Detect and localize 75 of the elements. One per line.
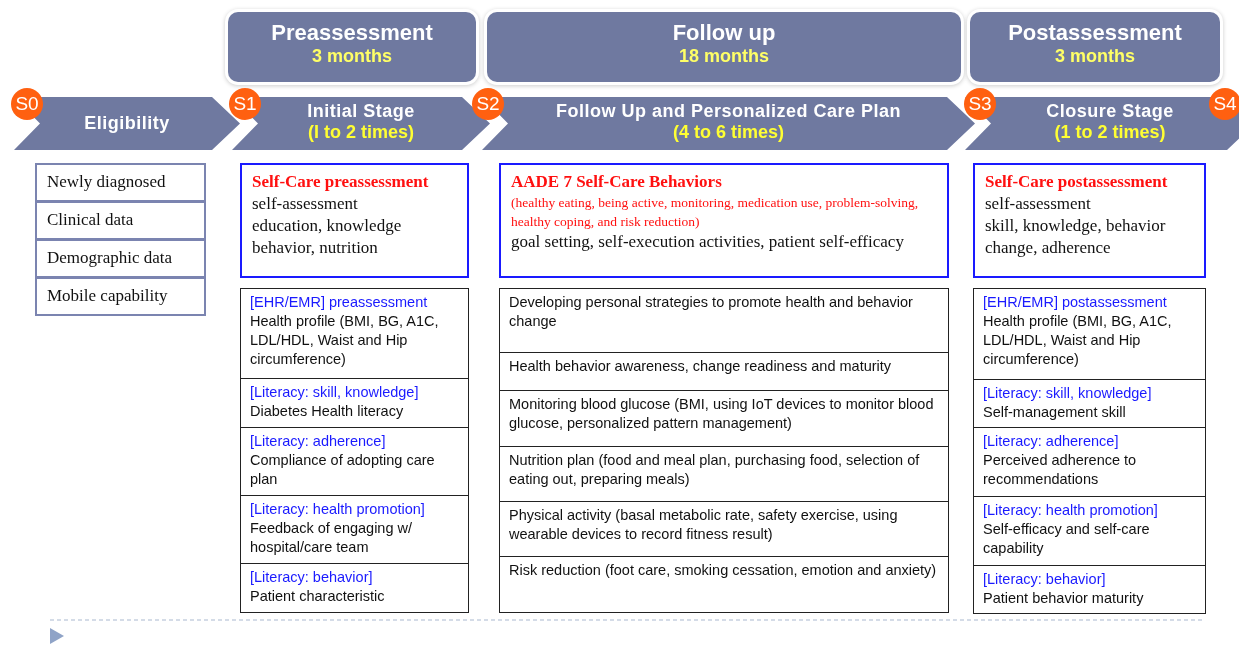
step-badge: S3: [964, 88, 996, 120]
activity-row: Risk reduction (foot care, smoking cessation, emotion and anxiety): [499, 556, 949, 613]
row-text: Compliance of adopting care plan: [250, 451, 436, 489]
repeat-count: (1 to 2 times): [1054, 122, 1166, 143]
category-tag: [Literacy: health promotion]: [983, 501, 1196, 520]
activity-row: Physical activity (basal metabolic rate, safety exercise, using wearable devices to record fitness result): [499, 501, 949, 557]
phase-title: Preassessment: [271, 20, 433, 46]
activity-row: Nutrition plan (food and meal plan, purchasing food, selection of eating out, preparing meals): [499, 446, 949, 502]
panel-text: education, knowledge: [252, 215, 403, 237]
assessment-panel: [973, 163, 1206, 278]
criterion-row: Newly diagnosed: [35, 163, 206, 202]
table-row: [240, 378, 469, 428]
criterion-row: Demographic data: [35, 239, 206, 278]
stage-title: Closure Stage: [1046, 101, 1174, 122]
category-tag: [Literacy: adherence]: [250, 432, 459, 451]
panel-text: goal setting, self-execution activities, patient self-efficacy: [511, 231, 905, 253]
table-row: [240, 495, 469, 564]
table-row: [240, 563, 469, 613]
step-badge: S1: [229, 88, 261, 120]
row-text: Health profile (BMI, BG, A1C, LDL/HDL, Waist and Hip circumference): [983, 312, 1173, 369]
phase-title: Postassessment: [1008, 20, 1182, 46]
criterion-row: Mobile capability: [35, 277, 206, 316]
table-row: [973, 496, 1206, 566]
panel-heading: Self-Care postassessment: [985, 171, 1169, 193]
criterion-row: Clinical data: [35, 201, 206, 240]
panel-text: self-assessment: [985, 193, 1092, 215]
table-row: [240, 427, 469, 496]
category-tag: [Literacy: skill, knowledge]: [983, 384, 1196, 403]
category-tag: [EHR/EMR] preassessment: [250, 293, 459, 312]
row-text: Patient characteristic: [250, 587, 386, 606]
panel-heading: Self-Care preassessment: [252, 171, 430, 193]
row-text: Self-management skill: [983, 403, 1127, 422]
category-tag: [Literacy: behavior]: [983, 570, 1196, 589]
stage-title: Eligibility: [84, 113, 170, 134]
assessment-panel: [240, 163, 469, 278]
panel-text: skill, knowledge, behavior change, adherence: [985, 215, 1167, 259]
phase-title: Follow up: [672, 20, 776, 46]
assessment-panel: [499, 163, 949, 278]
table-row: [240, 288, 469, 379]
table-row: [973, 379, 1206, 428]
behavior-list: (healthy eating, being active, monitoring, medication use, problem-solving, healthy coping, and risk reduction): [511, 193, 937, 231]
row-text: Self-efficacy and self-care capability: [983, 520, 1151, 558]
category-tag: [Literacy: skill, knowledge]: [250, 383, 459, 402]
row-text: Patient behavior maturity: [983, 589, 1145, 608]
step-badge: S0: [11, 88, 43, 120]
row-text: Health profile (BMI, BG, A1C, LDL/HDL, Waist and Hip circumference): [250, 312, 440, 369]
phase-duration: 3 months: [312, 46, 392, 67]
phase-header: [487, 12, 961, 82]
category-tag: [Literacy: adherence]: [983, 432, 1196, 451]
panel-text: behavior, nutrition: [252, 237, 379, 259]
table-row: [973, 427, 1206, 497]
activity-row: Health behavior awareness, change readiness and maturity: [499, 352, 949, 391]
panel-text: self-assessment: [252, 193, 359, 215]
table-row: [973, 565, 1206, 614]
category-tag: [Literacy: behavior]: [250, 568, 459, 587]
stage-title: Initial Stage: [307, 101, 415, 122]
category-tag: [Literacy: health promotion]: [250, 500, 459, 519]
phase-header: [970, 12, 1220, 82]
panel-heading: AADE 7 Self-Care Behaviors: [511, 171, 723, 193]
stage-banner: [965, 97, 1239, 150]
step-badge: S4: [1209, 88, 1239, 120]
table-row: [973, 288, 1206, 380]
category-tag: [EHR/EMR] postassessment: [983, 293, 1196, 312]
row-text: Perceived adherence to recommendations: [983, 451, 1138, 489]
stage-title: Follow Up and Personalized Care Plan: [555, 101, 902, 122]
row-text: Diabetes Health literacy: [250, 402, 405, 421]
row-text: Feedback of engaging w/ hospital/care team: [250, 519, 414, 557]
repeat-count: (4 to 6 times): [673, 122, 784, 143]
activity-row: Developing personal strategies to promote health and behavior change: [499, 288, 949, 353]
repeat-count: (I to 2 times): [308, 122, 414, 143]
phase-duration: 18 months: [679, 46, 769, 67]
activity-row: Monitoring blood glucose (BMI, using IoT devices to monitor blood glucose, personalized pattern management): [499, 390, 949, 447]
phase-duration: 3 months: [1055, 46, 1135, 67]
step-badge: S2: [472, 88, 504, 120]
phase-header: [228, 12, 476, 82]
